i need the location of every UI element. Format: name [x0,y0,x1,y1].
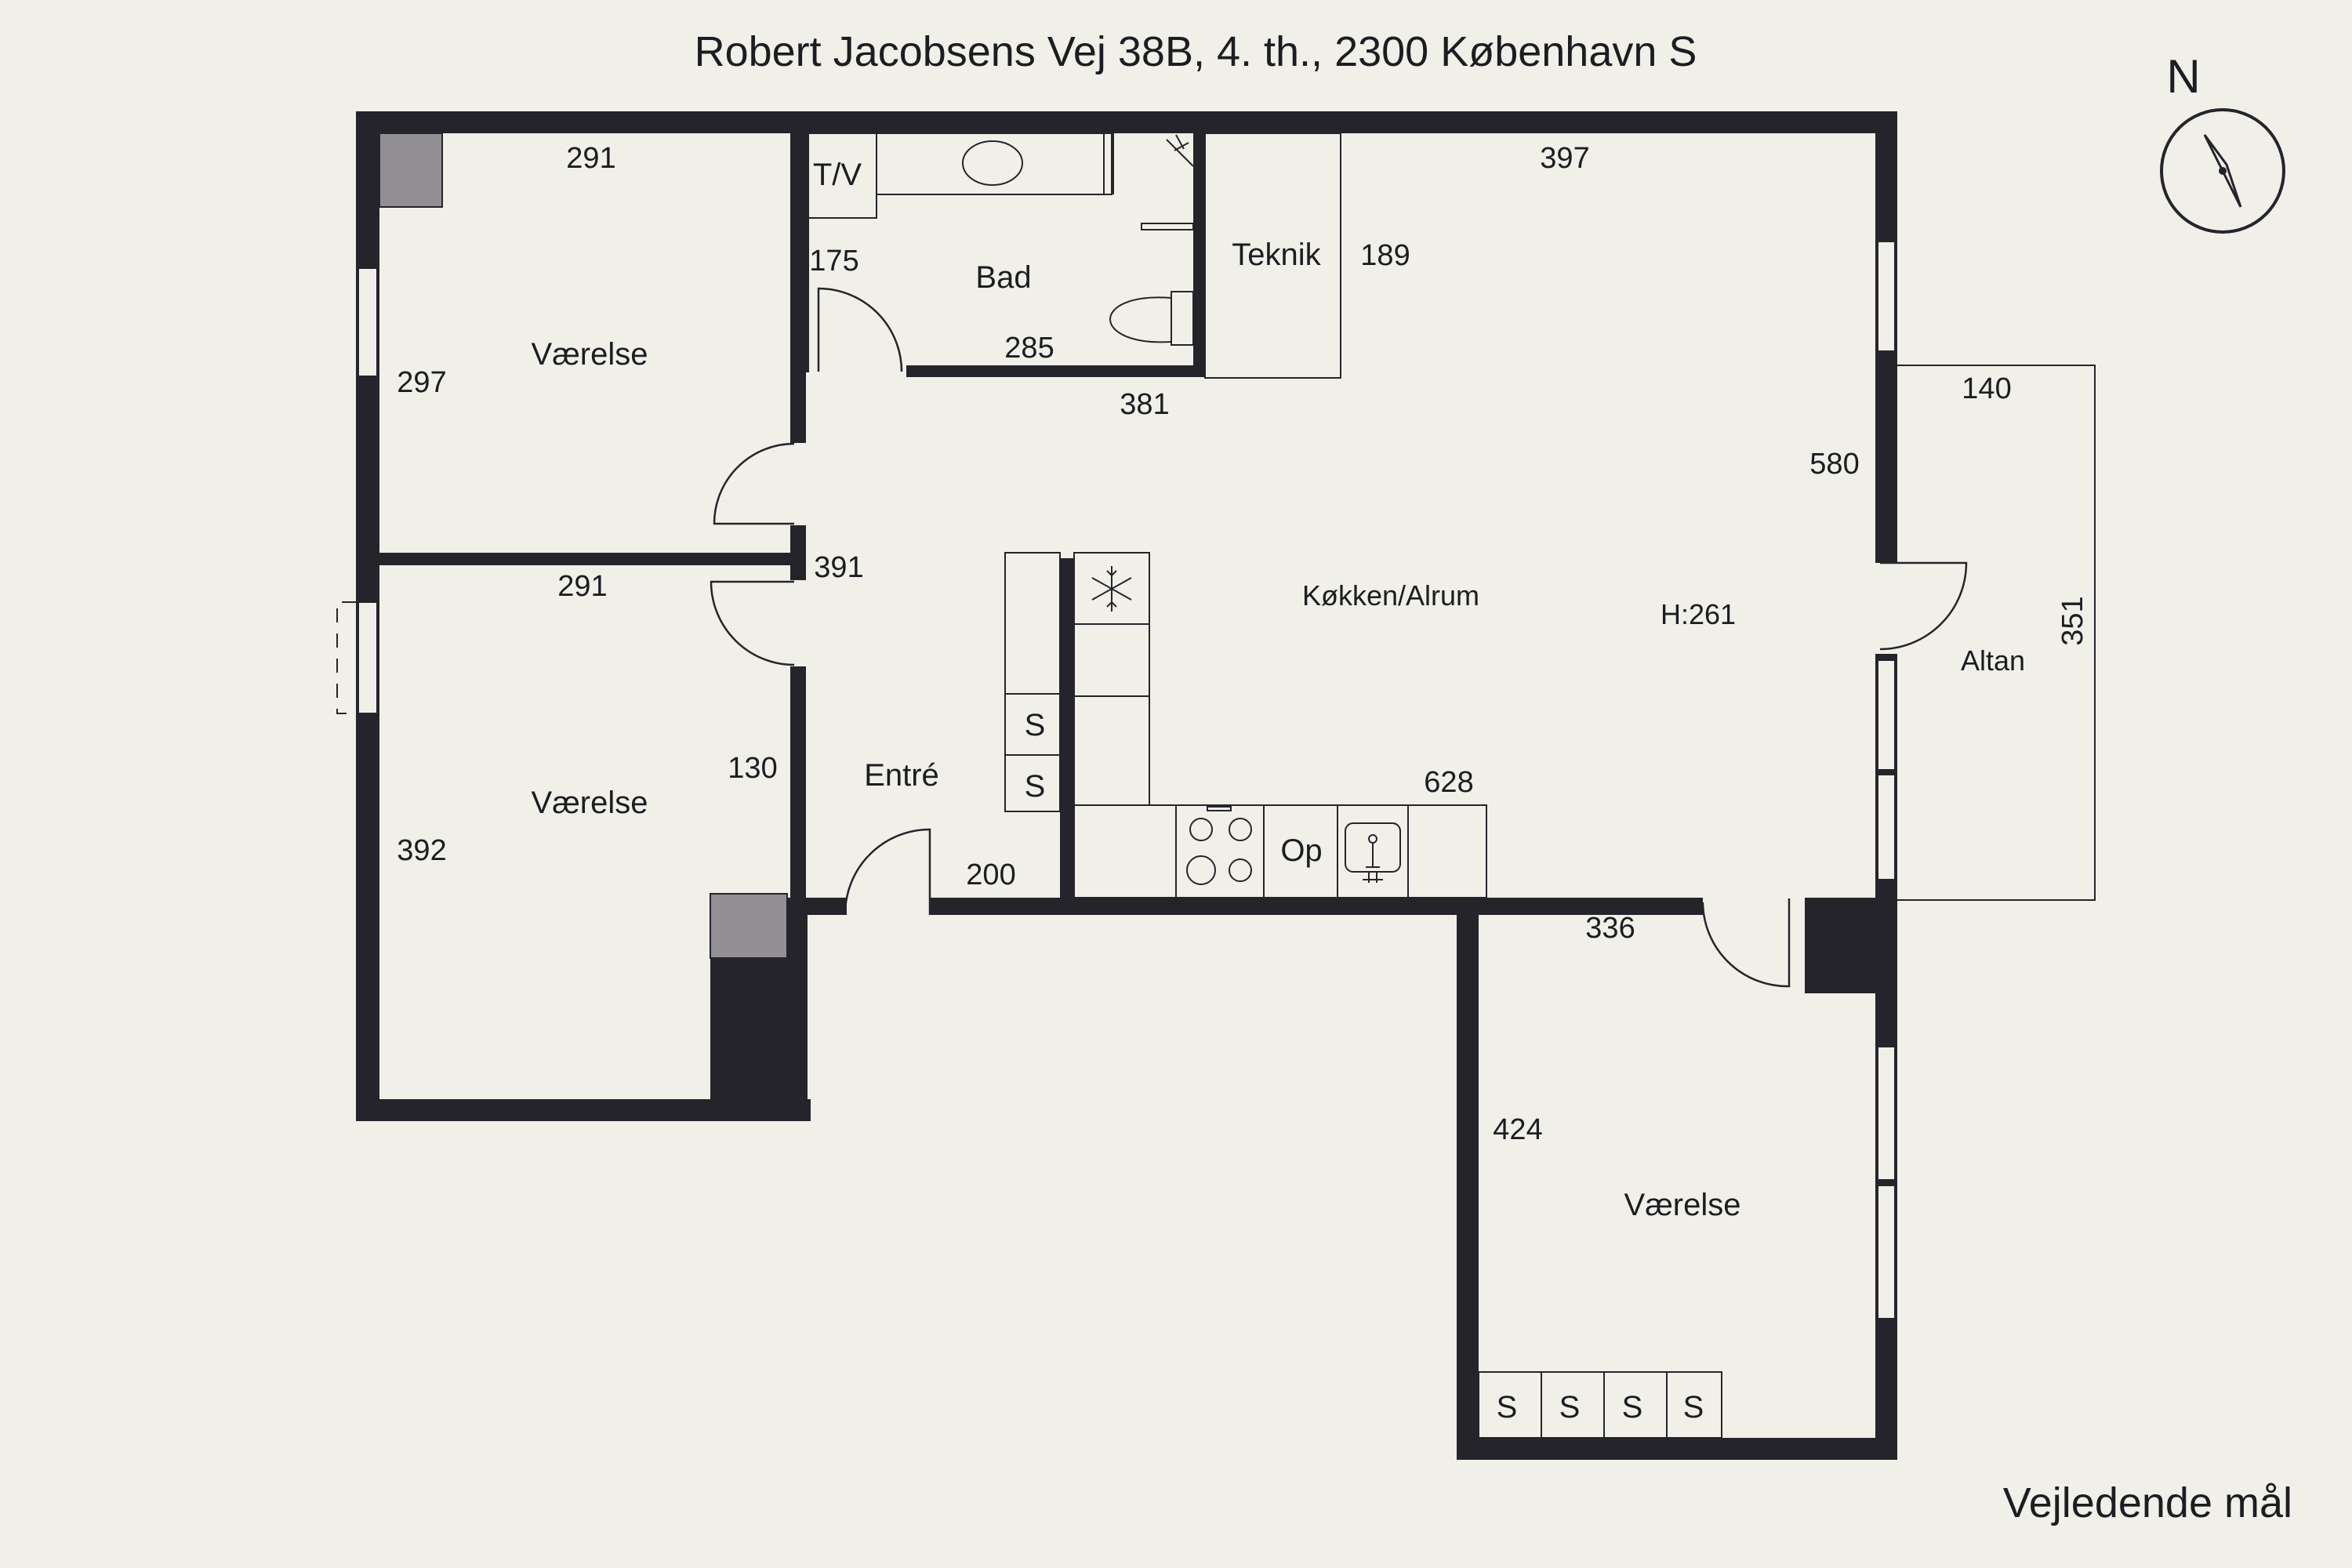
room-label-vaerelse-2: Værelse [532,786,648,820]
dimension-label: 392 [397,834,446,867]
dimension-label: 285 [1004,332,1054,365]
dimension-label: 175 [809,245,858,278]
dimension-label: 391 [814,551,863,584]
sink-icon [1345,822,1401,883]
kitchen-fixtures [1004,552,1487,898]
dimension-label: 297 [397,366,446,399]
dimension-label: 130 [728,752,777,785]
storage-boxes [1478,1371,1722,1439]
room-label-teknik: Teknik [1232,238,1321,272]
oven-label: Op [1280,833,1322,868]
dimension-label: 189 [1360,239,1410,272]
guidance-note: Vejledende mål [2003,1479,2292,1526]
dimension-label: 351 [2056,596,2089,645]
doors [710,287,1968,988]
dimension-label: 291 [557,570,607,603]
room-label-altan: Altan [1961,644,2025,677]
storage-label: S [1025,769,1046,804]
bathroom-fixtures [805,132,1194,346]
freezer-icon [1091,566,1132,612]
dimension-label: 140 [1962,372,2011,405]
north-label: N [2166,50,2200,103]
storage-label: S [1622,1390,1643,1425]
teknik-room [1204,132,1341,379]
room-label-vaerelse-1: Værelse [532,337,648,372]
storage-label: S [1683,1390,1704,1425]
storage-label: S [1025,708,1046,742]
dimension-label: 200 [966,858,1015,891]
room-label-tv: T/V [813,158,862,192]
dimension-label: 336 [1585,912,1635,945]
balcony-outline [1897,365,2096,901]
room-label-vaerelse-3: Værelse [1624,1188,1741,1222]
columns [379,132,788,959]
stove-icon [1186,806,1252,885]
room-label-kokken: Køkken/Alrum [1302,579,1479,612]
dimension-label: 291 [566,142,615,175]
storage-label: S [1559,1390,1581,1425]
dimension-label: 628 [1424,766,1473,799]
ceiling-height: H:261 [1661,598,1736,630]
windows [336,241,1896,1319]
dimension-label: 580 [1809,448,1859,481]
dimension-label: 397 [1540,142,1589,175]
room-label-entre: Entré [864,758,939,793]
dimension-label: 381 [1120,388,1169,421]
room-label-bad: Bad [975,260,1031,295]
storage-label: S [1497,1390,1518,1425]
dimension-label: 424 [1493,1113,1542,1146]
compass-icon [2160,108,2285,234]
plan-title: Robert Jacobsens Vej 38B, 4. th., 2300 K… [695,28,1697,75]
